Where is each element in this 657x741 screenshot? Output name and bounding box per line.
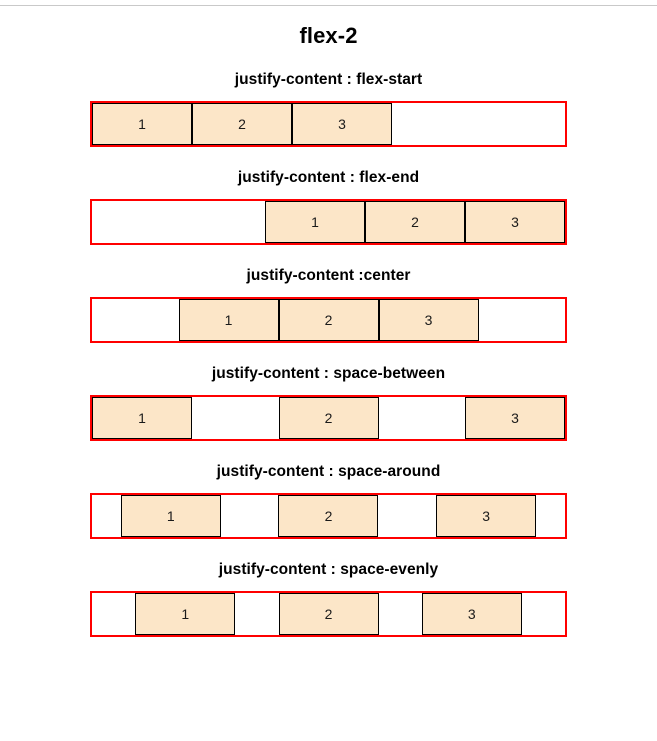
flex-container-space-evenly: 1 2 3	[90, 591, 567, 637]
section-heading-flex-end: justify-content : flex-end	[237, 169, 420, 186]
page-title: flex-2	[299, 23, 358, 48]
flex-item[interactable]: 2	[278, 299, 379, 341]
flex-item[interactable]: 1	[265, 201, 365, 243]
flex-item[interactable]: 3	[436, 495, 537, 537]
section-flex-start: justify-content : flex-start 1 2 3	[0, 71, 657, 147]
section-heading-space-evenly: justify-content : space-evenly	[218, 561, 439, 578]
flex-item[interactable]: 1	[92, 397, 192, 439]
flex-item[interactable]: 3	[378, 299, 479, 341]
section-space-around: justify-content : space-around 1 2 3	[0, 463, 657, 539]
flex-item[interactable]: 2	[278, 495, 379, 537]
flex-item[interactable]: 2	[278, 593, 379, 635]
flex-container-space-around: 1 2 3	[90, 493, 567, 539]
flex-item[interactable]: 3	[421, 593, 522, 635]
flex-container-flex-end: 1 2 3	[90, 199, 567, 245]
flex-item[interactable]: 1	[92, 103, 192, 145]
section-space-between: justify-content : space-between 1 2 3	[0, 365, 657, 441]
flex-container-flex-start: 1 2 3	[90, 101, 567, 147]
flex-container-center: 1 2 3	[90, 297, 567, 343]
flex-item[interactable]: 2	[192, 103, 292, 145]
section-heading-flex-start: justify-content : flex-start	[234, 71, 423, 88]
flex-item[interactable]: 3	[292, 103, 392, 145]
page-root: flex-2 justify-content : flex-start 1 2 …	[0, 23, 657, 637]
section-heading-center: justify-content :center	[246, 267, 411, 284]
section-flex-end: justify-content : flex-end 1 2 3	[0, 169, 657, 245]
flex-item[interactable]: 1	[135, 593, 236, 635]
section-space-evenly: justify-content : space-evenly 1 2 3	[0, 561, 657, 637]
flex-item[interactable]: 3	[465, 201, 565, 243]
flex-item[interactable]: 1	[120, 495, 221, 537]
flex-item[interactable]: 2	[278, 397, 379, 439]
section-heading-space-between: justify-content : space-between	[211, 365, 446, 382]
flex-item[interactable]: 2	[365, 201, 465, 243]
section-heading-space-around: justify-content : space-around	[216, 463, 441, 480]
flex-container-space-between: 1 2 3	[90, 395, 567, 441]
flex-item[interactable]: 3	[465, 397, 565, 439]
top-divider-rule	[0, 0, 657, 6]
section-center: justify-content :center 1 2 3	[0, 267, 657, 343]
flex-item[interactable]: 1	[178, 299, 279, 341]
